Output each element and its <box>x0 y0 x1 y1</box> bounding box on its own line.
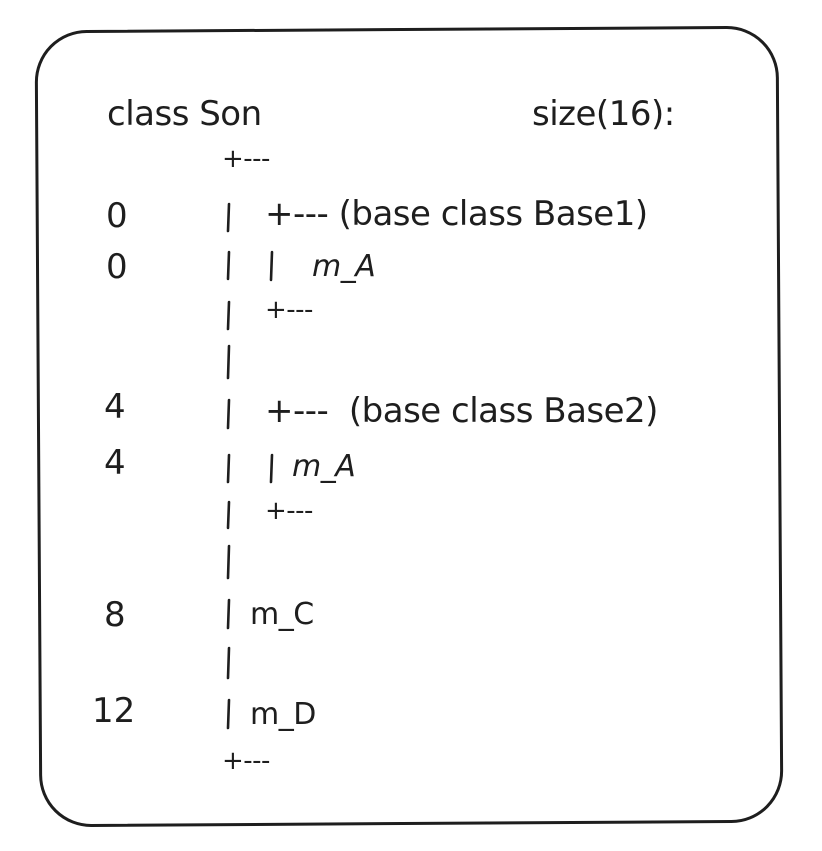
base1-member-m-a: m_A <box>312 249 376 284</box>
offset-base1-m-a: 0 <box>106 247 128 287</box>
base1-header: +--- (base class Base1) <box>265 194 648 234</box>
offset-m-d: 12 <box>92 691 136 731</box>
base2-member-m-a: m_A <box>292 449 356 484</box>
offset-base2: 4 <box>104 387 126 427</box>
class-name-label: class Son <box>107 94 262 134</box>
offset-base1: 0 <box>106 196 128 236</box>
offset-m-c: 8 <box>104 595 126 635</box>
size-label: size(16): <box>532 94 675 134</box>
offset-base2-m-a: 4 <box>104 443 126 483</box>
member-m-c: m_C <box>250 597 314 632</box>
base1-bottom-border: +--- <box>265 295 313 325</box>
son-bottom-border: +--- <box>222 746 270 776</box>
base2-header: +--- (base class Base2) <box>265 391 658 431</box>
member-m-d: m_D <box>250 697 316 732</box>
son-top-border: +--- <box>222 144 270 174</box>
base2-bottom-border: +--- <box>265 496 313 526</box>
